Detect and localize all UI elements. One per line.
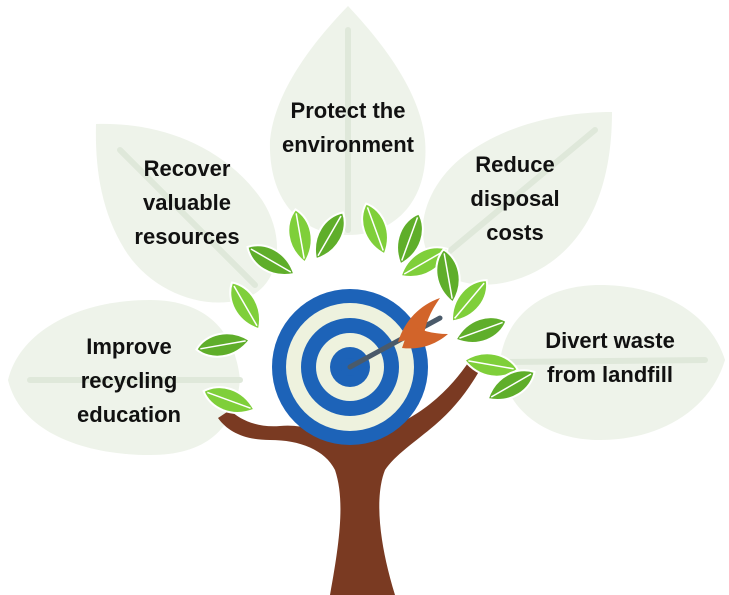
small-leaf-vein <box>468 360 514 370</box>
small-leaf <box>361 202 389 256</box>
small-leaf-vein <box>401 217 419 261</box>
goal-line: Recover <box>143 156 231 181</box>
goal-protect-the-environment: Protect the environment <box>268 94 428 162</box>
goal-line: costs <box>486 220 544 245</box>
goal-line: recycling <box>80 368 178 393</box>
goal-line: Improve <box>86 334 172 359</box>
goal-line: valuable <box>142 190 232 215</box>
goal-divert-waste-from-landfill: Divert waste from landfill <box>525 324 695 392</box>
small-leaf-vein <box>233 285 258 327</box>
goal-line: Protect the <box>290 98 406 123</box>
small-leaf-vein <box>200 340 246 350</box>
big-leaves <box>8 6 725 455</box>
small-leaves <box>195 202 536 414</box>
small-leaf-vein <box>453 282 485 319</box>
goal-line: environment <box>281 132 415 157</box>
small-leaf <box>246 244 296 276</box>
arrow-fletching <box>402 325 448 349</box>
small-leaf-vein <box>250 248 292 273</box>
small-leaf <box>287 208 313 265</box>
arrow-icon <box>347 298 448 370</box>
big-leaf-vein <box>442 127 598 258</box>
small-leaf <box>314 211 346 261</box>
small-leaf-vein <box>317 215 342 257</box>
goal-line: resources <box>134 224 240 249</box>
small-leaf <box>451 279 489 323</box>
small-leaf-vein <box>207 391 251 409</box>
goal-line: education <box>77 402 181 427</box>
small-leaf <box>454 316 508 344</box>
small-leaf-vein <box>403 250 445 275</box>
small-leaf <box>195 332 252 358</box>
small-leaf-vein <box>443 253 453 299</box>
goal-reduce-disposal-costs: Reduce disposal costs <box>445 148 585 250</box>
small-leaf-vein <box>295 213 305 259</box>
small-leaf <box>462 352 519 378</box>
goal-line: from landfill <box>547 362 673 387</box>
big-leaf-vein <box>502 357 708 365</box>
goal-line: Reduce <box>475 152 555 177</box>
small-leaf-vein <box>490 373 532 398</box>
small-leaf <box>229 281 261 331</box>
small-leaf <box>396 212 424 266</box>
small-leaf <box>202 386 256 414</box>
big-leaf-vein <box>117 147 258 288</box>
goal-line: disposal <box>470 186 560 211</box>
goal-line: Divert waste <box>545 328 675 353</box>
trunk <box>218 360 482 595</box>
tree-icon <box>218 360 482 595</box>
small-leaf-vein <box>366 207 384 251</box>
small-leaf <box>486 369 536 401</box>
goal-recover-valuable-resources: Recover valuable resources <box>112 152 262 254</box>
goal-improve-recycling-education: Improve recycling education <box>54 330 204 432</box>
small-leaf-vein <box>459 321 503 339</box>
small-leaf <box>435 248 461 305</box>
